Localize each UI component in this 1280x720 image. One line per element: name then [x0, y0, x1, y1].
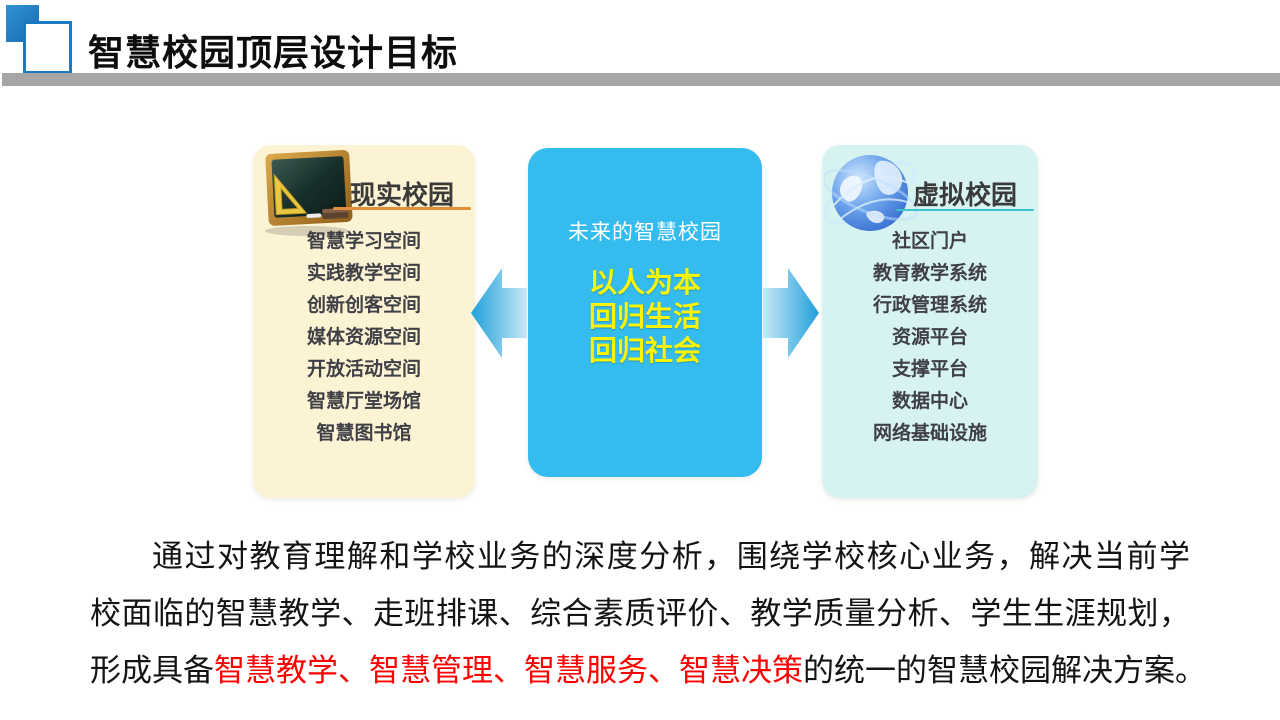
- future-campus-slogan: 以人为本 回归生活 回归社会: [528, 266, 762, 368]
- panel-future-campus: 未来的智慧校园 以人为本 回归生活 回归社会: [528, 148, 762, 477]
- list-item: 智慧图书馆: [316, 423, 412, 444]
- list-item: 资源平台: [891, 327, 968, 348]
- panel-rule-real-campus: [333, 207, 471, 210]
- list-item: 创新创客空间: [306, 295, 421, 316]
- list-item: 行政管理系统: [872, 295, 987, 316]
- list-item: 网络基础设施: [872, 423, 987, 444]
- slogan-line: 回归社会: [588, 335, 701, 366]
- panel-real-campus: 现实校园 智慧学习空间 实践教学空间 创新创客空间 媒体资源空间 开放活动空间 …: [253, 145, 475, 498]
- paragraph-line: 形成具备智慧教学、智慧管理、智慧服务、智慧决策的统一的智慧校园解决方案。: [90, 642, 1206, 699]
- slogan-line: 以人为本: [588, 267, 701, 298]
- paragraph-segment: 的统一的智慧校园解决方案。: [803, 653, 1206, 688]
- list-item: 开放活动空间: [306, 359, 421, 380]
- list-item: 社区门户: [891, 231, 968, 252]
- slogan-line: 回归生活: [588, 301, 701, 332]
- globe-icon: [821, 147, 920, 239]
- arrow-left-icon: [471, 268, 527, 358]
- paragraph-line: 通过对教育理解和学校业务的深度分析，围绕学校核心业务，解决当前学: [152, 539, 1190, 574]
- list-item: 智慧厅堂场馆: [306, 391, 421, 412]
- list-item: 媒体资源空间: [306, 327, 421, 348]
- header-divider-bar: [2, 73, 1280, 86]
- paragraph-highlight: 智慧教学、智慧管理、智慧服务、智慧决策: [214, 653, 803, 688]
- arrow-right-icon: [763, 268, 819, 358]
- real-campus-list: 智慧学习空间 实践教学空间 创新创客空间 媒体资源空间 开放活动空间 智慧厅堂场…: [253, 226, 475, 450]
- panel-title-virtual-campus: 虚拟校园: [912, 180, 1017, 210]
- paragraph-line: 校面临的智慧教学、走班排课、综合素质评价、教学质量分析、学生生涯规划，: [90, 596, 1190, 631]
- list-item: 教育教学系统: [872, 263, 987, 284]
- paragraph-segment: 形成具备: [90, 653, 214, 688]
- list-item: 支撑平台: [891, 359, 968, 380]
- blackboard-icon: [255, 147, 365, 237]
- list-item: 智慧学习空间: [306, 231, 421, 252]
- page-title: 智慧校园顶层设计目标: [88, 32, 459, 73]
- future-campus-subtitle: 未来的智慧校园: [568, 221, 722, 244]
- summary-paragraph: 通过对教育理解和学校业务的深度分析，围绕学校核心业务，解决当前学 校面临的智慧教…: [90, 528, 1206, 699]
- decor-square-outline: [23, 21, 72, 74]
- panel-virtual-campus: 虚拟校园 社区门户 教育教学系统 行政管理系统 资源平台 支撑平台 数据中心 网…: [821, 145, 1038, 498]
- panel-rule-virtual-campus: [896, 209, 1034, 211]
- list-item: 数据中心: [891, 391, 968, 412]
- panel-title-real-campus: 现实校园: [349, 180, 454, 210]
- list-item: 实践教学空间: [306, 263, 421, 284]
- virtual-campus-list: 社区门户 教育教学系统 行政管理系统 资源平台 支撑平台 数据中心 网络基础设施: [822, 226, 1038, 450]
